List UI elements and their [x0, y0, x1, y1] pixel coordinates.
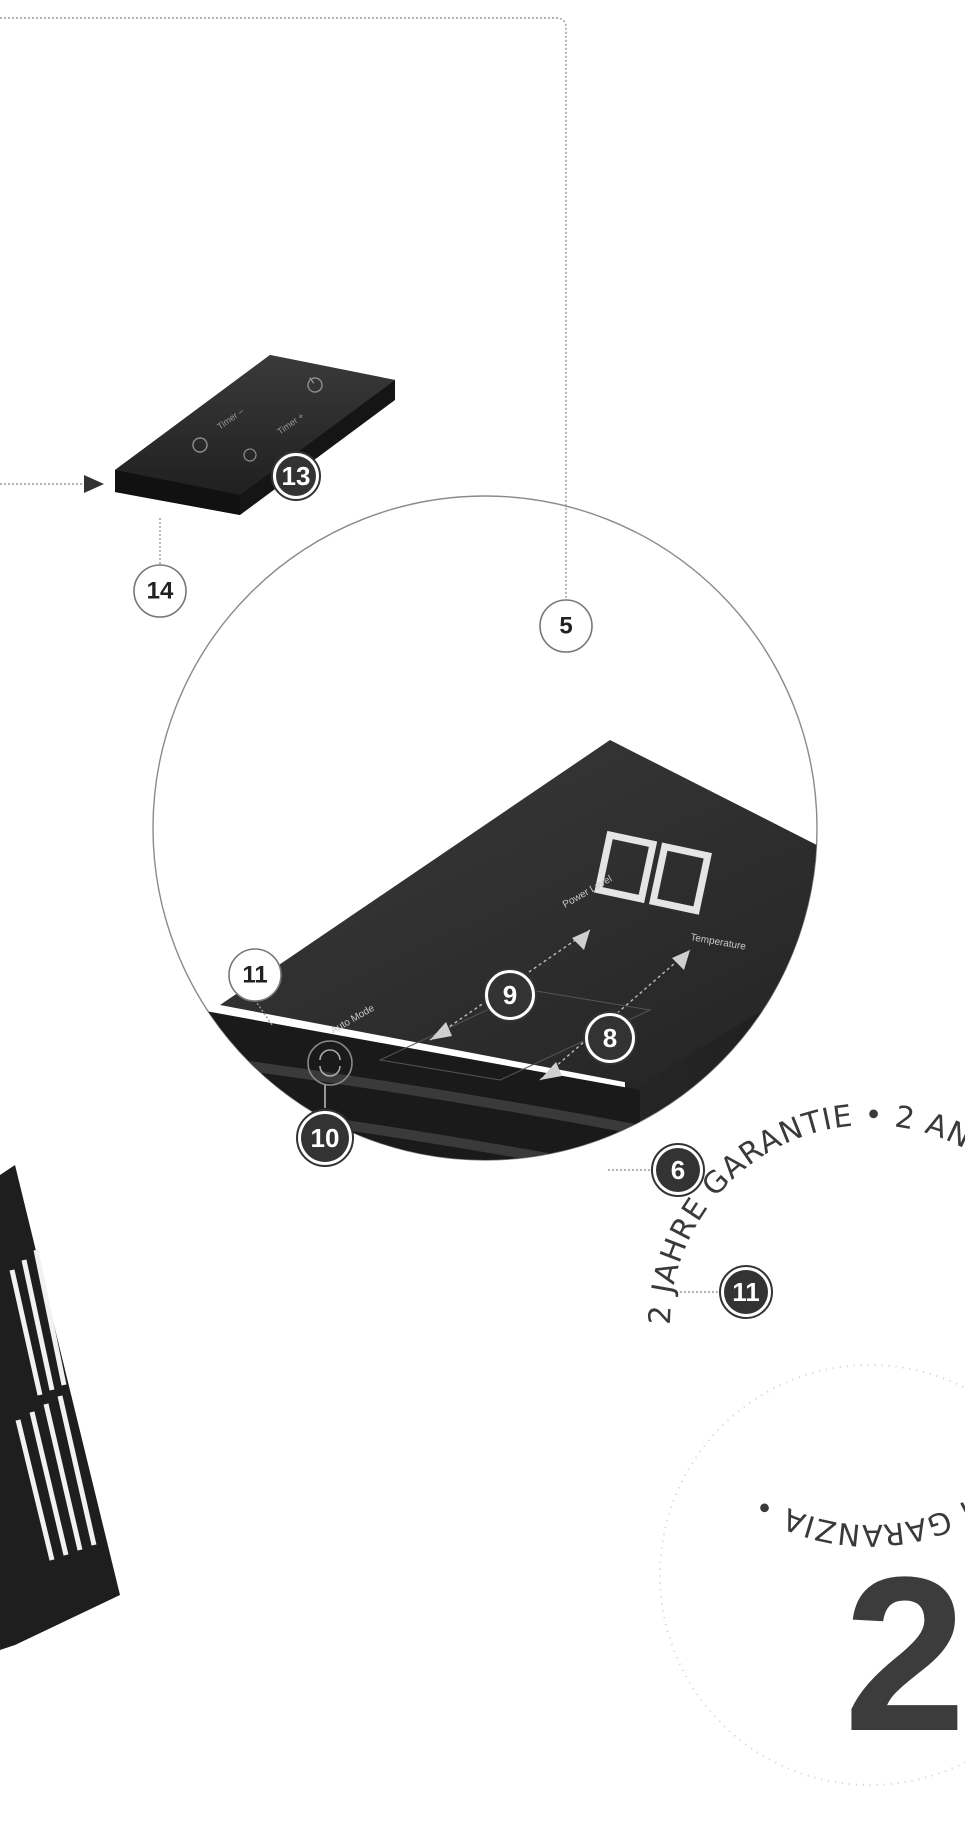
callout-11-side: 11 [680, 1265, 773, 1319]
refresh-icon [319, 1049, 341, 1077]
callout-10: 10 [296, 1085, 354, 1167]
rear-grille [0, 1165, 120, 1650]
seal-number: 2 [844, 1531, 965, 1777]
callout-5: 5 [539, 599, 593, 653]
leader-line-5 [0, 17, 567, 600]
auto-mode-button [307, 1040, 353, 1086]
warranty-seal: 2 JAHRE GARANTIE • 2 ANS DE GARANTIE • 2… [643, 1098, 965, 1786]
callout-5-label: 5 [559, 613, 572, 640]
remote-control: Timer – Timer + [115, 355, 395, 515]
callout-6-label: 6 [671, 1155, 685, 1185]
power-level-up-arrow-icon [572, 930, 590, 950]
callout-11-top: 11 [228, 948, 282, 1026]
display-digits [594, 830, 712, 915]
remote-arrow [0, 475, 104, 493]
remote-fan-icon [243, 448, 257, 462]
temperature-down-arrow-icon [540, 1062, 562, 1080]
callout-13-label: 13 [282, 461, 311, 491]
callout-11-top-label: 11 [242, 962, 267, 989]
callout-10-label: 10 [311, 1123, 340, 1153]
callout-11-side-label: 11 [732, 1277, 760, 1307]
callout-8-label: 8 [603, 1023, 617, 1053]
callout-14: 14 [133, 518, 187, 618]
callout-14-label: 14 [147, 578, 174, 605]
callout-13: 13 [271, 451, 321, 501]
device-closeup: Auto Mode Power Level Temperature [200, 740, 817, 1179]
power-button [562, 1147, 608, 1179]
callout-9: 9 [483, 968, 537, 1022]
remote-power-icon [307, 377, 323, 393]
callout-8: 8 [583, 1011, 637, 1065]
callout-6: 6 [608, 1143, 705, 1197]
temperature-slider [539, 949, 691, 1081]
power-icon [576, 1161, 594, 1179]
remote-timer-minus-icon [192, 437, 208, 453]
callout-9-label: 9 [503, 980, 517, 1010]
power-level-down-arrow-icon [430, 1022, 452, 1040]
temperature-up-arrow-icon [672, 950, 690, 970]
